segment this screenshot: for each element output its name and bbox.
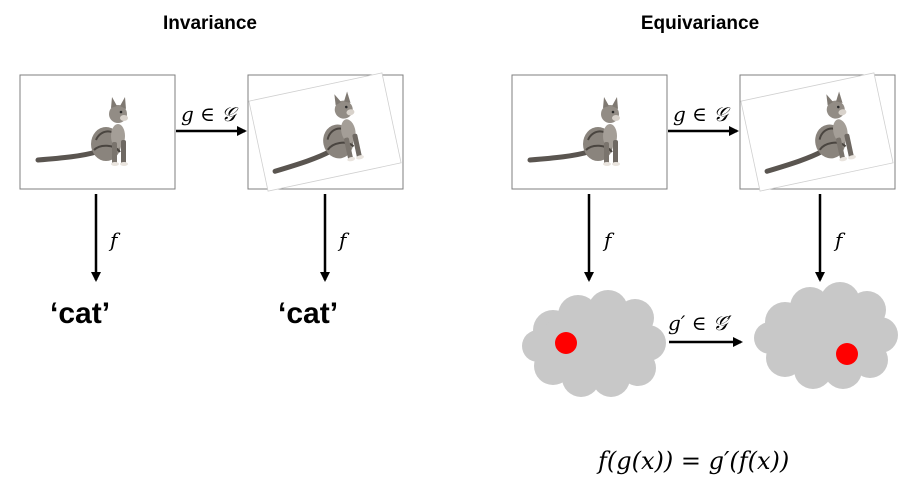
- invariance-transformed-cat-image: [248, 72, 402, 192]
- equivariance-feature-transform-label: g′ ∈ 𝒢′: [668, 311, 732, 335]
- invariance-output-left: ‘cat’: [50, 297, 111, 330]
- invariance-map-right-label: f: [339, 228, 347, 252]
- invariance-transform-label: g ∈ 𝒢: [181, 102, 236, 126]
- feature-point-left: [555, 332, 577, 354]
- equivariance-title: Equivariance: [640, 13, 760, 34]
- feature-cloud-left: [522, 290, 666, 397]
- invariance-output-right: ‘cat’: [278, 297, 339, 330]
- feature-cloud-right: [754, 282, 898, 389]
- feature-point-right: [836, 343, 858, 365]
- invariance-title: Invariance: [163, 13, 257, 34]
- equivariance-transform-label: g ∈ 𝒢: [673, 102, 728, 126]
- equivariance-transformed-cat-image: [740, 72, 894, 192]
- invariance-map-left-label: f: [110, 228, 118, 252]
- equivariance-map-left-label: f: [604, 228, 612, 252]
- equivariance-map-right-label: f: [835, 228, 843, 252]
- equivariance-equation: f(g(x)) = g′(f(x)): [598, 447, 790, 475]
